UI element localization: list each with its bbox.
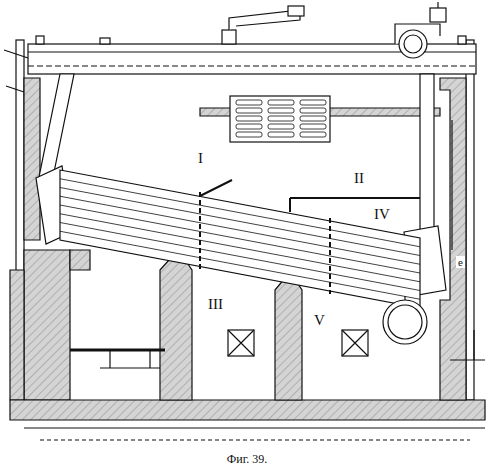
water-tube xyxy=(60,214,420,282)
superheater-coil xyxy=(236,100,262,105)
water-tube xyxy=(60,205,420,273)
superheater-coil xyxy=(300,132,326,137)
tube-bank xyxy=(60,170,420,308)
superheater-coil xyxy=(236,116,262,121)
water-tube xyxy=(60,188,420,256)
superheater-coil xyxy=(300,116,326,121)
water-tube xyxy=(60,179,420,247)
brickwork xyxy=(10,78,485,420)
superheater-coil xyxy=(300,108,326,113)
superheater-coil xyxy=(268,108,294,113)
baffle xyxy=(200,180,420,294)
water-tube xyxy=(60,223,420,291)
region-number: III xyxy=(206,296,225,313)
region-number: IV xyxy=(372,206,392,223)
superheater xyxy=(230,96,330,142)
superheater-coil xyxy=(268,132,294,137)
region-number: e xyxy=(456,256,465,268)
superheater-coil xyxy=(236,132,262,137)
flue-pipe xyxy=(450,120,485,360)
figure-caption: Фиг. 39. xyxy=(227,452,267,467)
superheater-coil xyxy=(300,100,326,105)
superheater-coil xyxy=(268,100,294,105)
superheater-coil xyxy=(236,108,262,113)
superheater-coil xyxy=(268,116,294,121)
grate xyxy=(70,350,165,368)
water-tube xyxy=(60,196,420,264)
steam-drum xyxy=(4,6,476,74)
region-number: II xyxy=(352,170,366,187)
cleaning-door xyxy=(228,330,368,356)
water-tube xyxy=(60,231,420,299)
superheater-coil xyxy=(300,124,326,129)
steam-pipe xyxy=(395,2,446,58)
superheater-coil xyxy=(268,124,294,129)
region-number: V xyxy=(312,312,327,329)
region-number: I xyxy=(196,150,205,167)
mud-drum xyxy=(383,296,427,344)
superheater-coil xyxy=(236,124,262,129)
frame-column xyxy=(16,40,474,400)
